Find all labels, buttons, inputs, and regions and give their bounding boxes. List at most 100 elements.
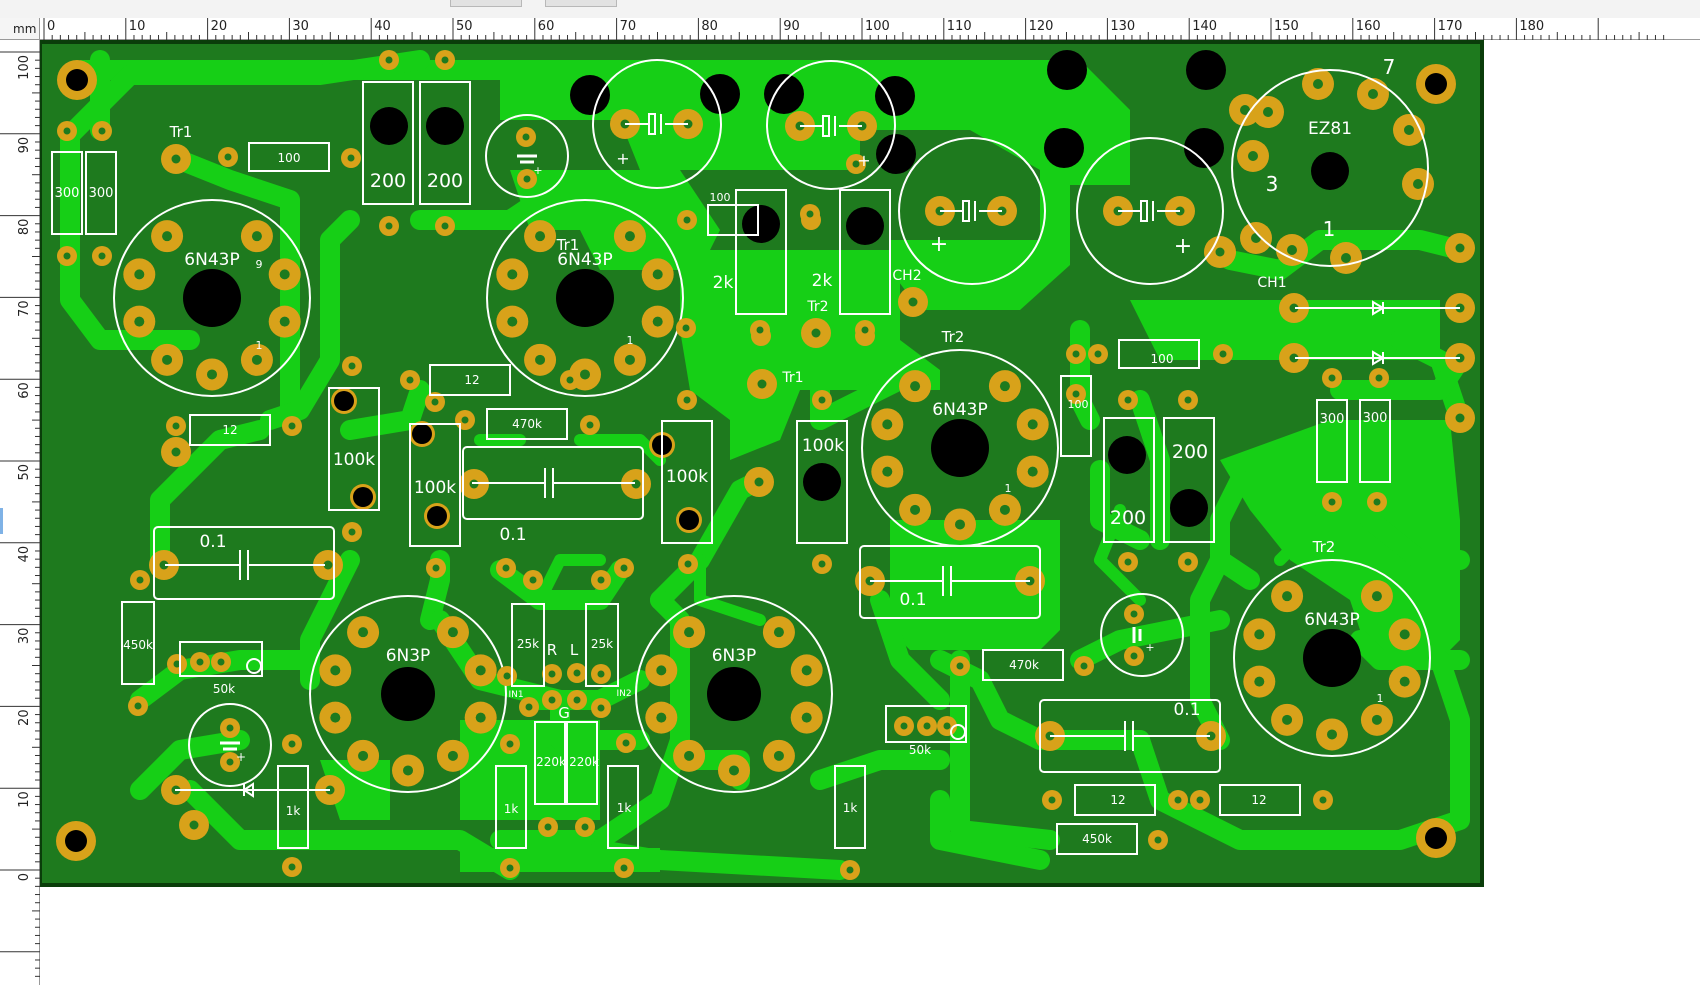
resistor-label: 1k <box>843 801 858 815</box>
pin-number-label: 1 <box>627 334 634 347</box>
silkscreen-outlines <box>51 59 1460 855</box>
transformer-tag: Tr2 <box>1312 538 1336 556</box>
ruler-position-marker <box>0 508 3 534</box>
resistor-label: 200 <box>1172 441 1208 463</box>
ruler-label: 0 <box>47 19 55 34</box>
svg-text:+: + <box>616 149 629 168</box>
ruler-label: 80 <box>701 19 718 34</box>
toolbar-button[interactable] <box>545 0 617 7</box>
resistor-label: 2k <box>812 271 833 291</box>
input-label-2: IN2 <box>616 689 631 699</box>
mounting-holes <box>56 60 1456 861</box>
ground-label-G: G <box>558 704 570 722</box>
ruler-label: 180 <box>1519 19 1544 34</box>
pin-number-label: 3 <box>1266 172 1279 196</box>
channel-label-R: R <box>547 641 557 659</box>
tube-type-label: 6N43P <box>1304 610 1359 630</box>
ruler-label: 50 <box>456 19 473 34</box>
svg-text:+: + <box>930 232 948 257</box>
ruler-label: 30 <box>292 19 309 34</box>
resistor-label: 100 <box>710 191 731 204</box>
resistor-label: 470k <box>1009 658 1039 672</box>
resistor-label: 12 <box>1251 793 1266 807</box>
ruler-label: 20 <box>211 19 228 34</box>
capacitor-label: 0.1 <box>899 590 926 610</box>
tube-type-label: 6N43P <box>184 250 239 270</box>
pin-number-label: 1 <box>256 339 263 352</box>
ruler-label: 120 <box>1029 19 1054 34</box>
large-holes <box>370 50 1226 527</box>
ruler-label: 130 <box>1110 19 1135 34</box>
transformer-tag: Tr1 <box>556 236 580 254</box>
transformer-tag: Tr2 <box>806 299 828 315</box>
resistor-label: 12 <box>222 423 237 437</box>
resistor-label: 100 <box>1068 398 1089 411</box>
cap-polarity-marks <box>220 154 1142 751</box>
resistor-label: 1k <box>617 801 632 815</box>
ruler-label: 170 <box>1438 19 1463 34</box>
ruler-label: 60 <box>17 382 32 399</box>
resistor-label: 100k <box>802 436 844 456</box>
resistor-label: 25k <box>517 637 539 651</box>
pin-number-label: 1 <box>1005 482 1012 495</box>
ruler-label: 100 <box>865 19 890 34</box>
tube-type-label: 6N3P <box>386 646 431 666</box>
resistor-label: 100 <box>278 151 301 165</box>
tube-socket: 6N3P <box>635 595 833 793</box>
ruler-label: 110 <box>947 19 972 34</box>
resistor-label: 100k <box>414 478 456 498</box>
resistor-label: 25k <box>591 637 613 651</box>
resistor-label: 300 <box>1363 411 1388 426</box>
toolbar-strip <box>0 0 1700 19</box>
ruler-label: 70 <box>17 300 32 317</box>
ruler-label: 20 <box>17 709 32 726</box>
transformer-tag: Tr1 <box>781 370 803 386</box>
ruler-unit: mm <box>0 18 40 40</box>
pin-number-label: 1 <box>1323 217 1336 241</box>
resistor-label: 200 <box>427 170 463 192</box>
tube-socket: 6N3P <box>309 595 507 793</box>
resistor-label: 100k <box>333 450 375 470</box>
svg-text:+: + <box>236 750 246 764</box>
resistor-label: 450k <box>123 638 153 652</box>
resistor-label: 1k <box>286 804 301 818</box>
ruler-label: 80 <box>17 219 32 236</box>
tube-type-label: 6N43P <box>557 250 612 270</box>
svg-text:+: + <box>857 151 870 170</box>
ruler-label: 10 <box>17 791 32 808</box>
ruler-label: 10 <box>129 19 146 34</box>
ruler-label: 160 <box>1356 19 1381 34</box>
resistor-label: 12 <box>464 373 479 387</box>
ruler-label: 40 <box>17 546 32 563</box>
resistor-label: 100 <box>1151 352 1174 366</box>
resistor-label: 470k <box>512 417 542 431</box>
silkscreen-text: 300 300 100 200 200 100 2k 2k CH2 Tr2 Tr… <box>55 149 1388 846</box>
ruler-label: 40 <box>374 19 391 34</box>
resistor-label: 1k <box>504 802 519 816</box>
pin-number-label: 9 <box>256 258 263 271</box>
capacitor-label: 0.1 <box>1173 700 1200 720</box>
toolbar-button[interactable] <box>450 0 522 7</box>
resistor-label: 300 <box>89 186 114 201</box>
ruler-label: 140 <box>1192 19 1217 34</box>
capacitor-label: 0.1 <box>199 532 226 552</box>
input-label-1: IN1 <box>508 690 523 700</box>
ruler-label: 90 <box>17 137 32 154</box>
channel-label-L: L <box>570 641 579 659</box>
pcb-board-svg: 6N43PTr1916N43PTr116N43PTr216N43PTr216N3… <box>38 40 1700 985</box>
ruler-label: 30 <box>17 628 32 645</box>
choke-label: CH2 <box>892 268 921 284</box>
resistor-label: 450k <box>1082 832 1112 846</box>
transformer-tag: Tr1 <box>169 123 193 141</box>
resistor-label: 200 <box>1110 507 1146 529</box>
tube-type-label: EZ81 <box>1308 119 1352 139</box>
resistor-label: 2k <box>713 273 734 293</box>
capacitor-label: 0.1 <box>499 525 526 545</box>
potentiometer-label: 50k <box>213 682 235 696</box>
